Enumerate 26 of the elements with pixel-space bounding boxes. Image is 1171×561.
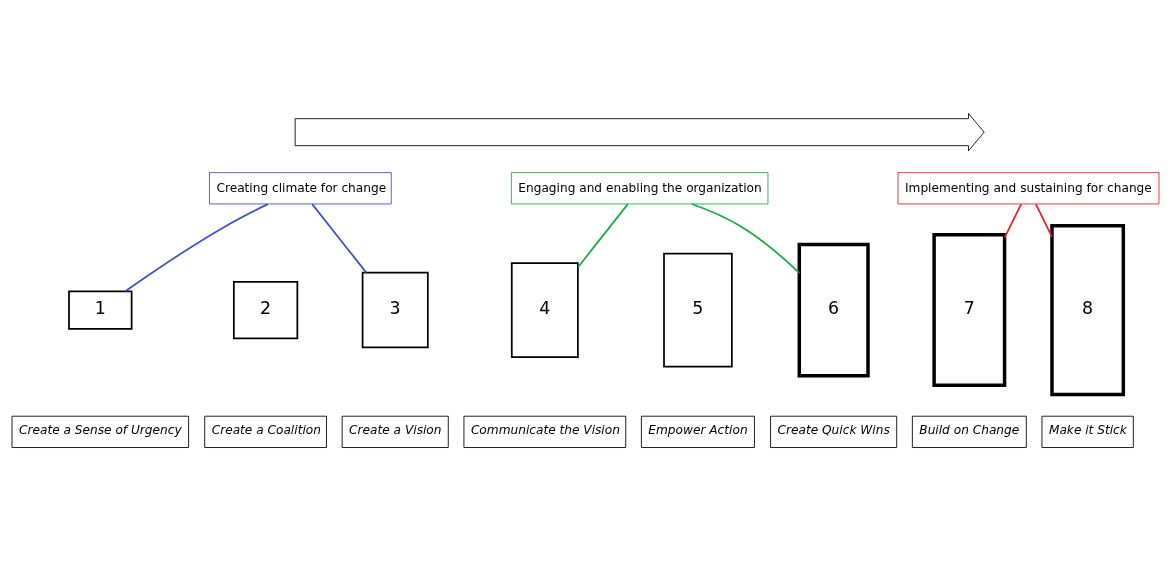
node-box: Create a Sense of Urgency [11, 415, 190, 448]
connector [311, 203, 368, 274]
connector [1003, 203, 1022, 239]
node-box: 7 [932, 233, 1007, 388]
node-box: Communicate the Vision [463, 415, 627, 448]
node-box: Engaging and enabling the organization [510, 172, 769, 205]
connector [577, 203, 629, 269]
connector [690, 203, 800, 274]
node-box: Empower Action [640, 415, 755, 448]
node-box: Implementing and sustaining for change [897, 172, 1160, 205]
node-box: Create a Coalition [204, 415, 327, 448]
node-box: Creating climate for change [209, 172, 392, 205]
node-box: 8 [1050, 223, 1126, 397]
node-box: 5 [663, 252, 733, 368]
node-box: Create a Vision [341, 415, 449, 448]
node-arrow [294, 113, 985, 152]
node-box: 4 [510, 262, 579, 358]
node-box: 1 [68, 290, 133, 330]
connector [1035, 203, 1053, 238]
node-box: Build on Change [911, 415, 1027, 448]
node-box: 6 [797, 242, 870, 378]
node-box: Create Quick Wins [770, 415, 898, 448]
node-box: Make it Stick [1041, 415, 1134, 448]
node-box: 3 [361, 271, 429, 349]
node-box: 2 [232, 280, 299, 340]
connector [124, 203, 269, 293]
